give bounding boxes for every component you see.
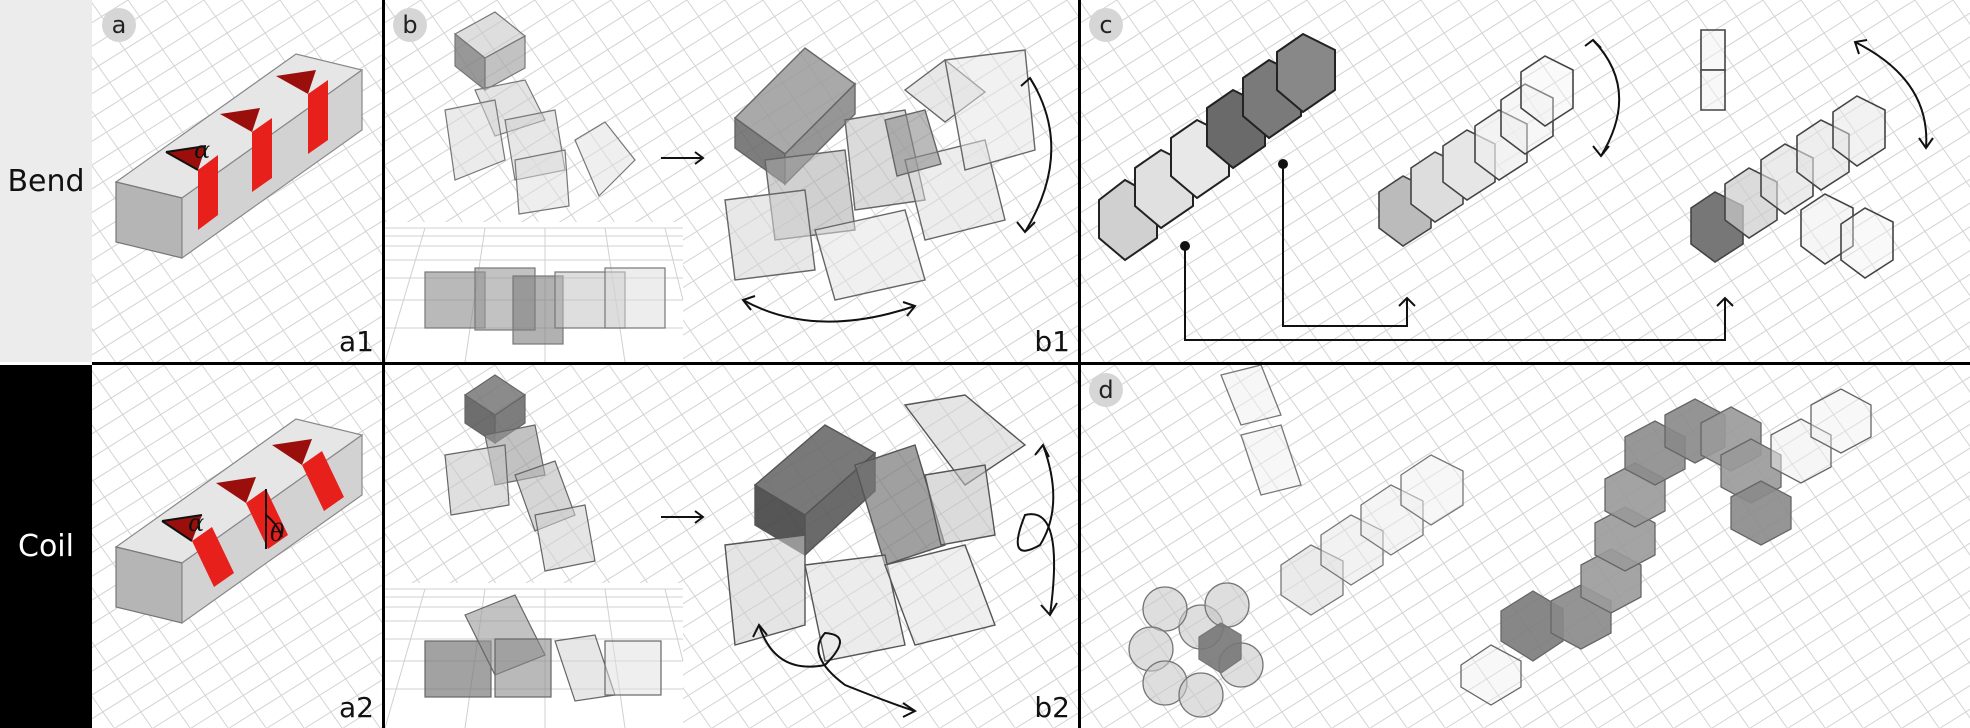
badge-a-text: a [112, 11, 127, 39]
panel-b2-drawing [385, 365, 1078, 728]
grid-line [1081, 0, 1142, 362]
b1-large-assembly [725, 48, 1035, 300]
panel-d-drawing [1081, 365, 1970, 728]
sublabel-b2: b2 [1034, 691, 1070, 724]
badge-a: a [102, 8, 136, 42]
sublabel-b1: b1 [1034, 325, 1070, 358]
row-label-coil: Coil [0, 365, 92, 728]
row-label-bend: Bend [0, 0, 92, 362]
panel-a1: α a a1 [92, 0, 382, 362]
grid-line [1081, 365, 1103, 728]
sublabel-a1: a1 [339, 325, 374, 358]
row-label-coil-text: Coil [18, 529, 74, 564]
divider-horizontal [92, 362, 1970, 365]
c-chain-3 [1691, 30, 1893, 278]
alpha-label-a1: α [194, 136, 210, 164]
badge-c-text: c [1099, 11, 1112, 39]
grid-line [92, 365, 114, 728]
theta-label-a2: θ [270, 519, 285, 547]
divider-a-b [382, 0, 385, 728]
grid-line [1864, 365, 1970, 728]
panel-b1: b b1 [385, 0, 1078, 362]
grid-line [1459, 0, 1712, 362]
grid-line [1830, 0, 1970, 362]
grid-line [636, 365, 1078, 728]
panel-b1-drawing [385, 0, 1078, 362]
grid-line [1081, 0, 1117, 362]
grid-line [318, 0, 382, 362]
panel-c-drawing [1081, 0, 1970, 362]
grid-line [316, 365, 382, 728]
grid-line [1913, 365, 1970, 728]
grid-line [343, 365, 382, 728]
grid-line [1065, 365, 1078, 728]
alpha-label-a2: α [188, 509, 204, 537]
grid-line [1029, 0, 1078, 362]
grid-line [1868, 0, 1970, 362]
panel-c: c [1081, 0, 1970, 362]
grid-line [1081, 365, 1343, 728]
d-arch-structure [1461, 389, 1871, 705]
panel-d: d [1081, 365, 1970, 728]
panel-a2: α θ a2 [92, 365, 382, 728]
grid-line [1902, 365, 1970, 728]
badge-d: d [1089, 373, 1123, 407]
badge-b-text: b [402, 11, 417, 39]
divider-b-cd [1078, 0, 1081, 728]
b2-small-assembly [445, 375, 595, 571]
panel-a1-drawing: α [92, 0, 382, 362]
grid-line [1951, 365, 1970, 728]
badge-c: c [1089, 8, 1123, 42]
sublabel-a2: a2 [339, 691, 374, 724]
badge-d-text: d [1098, 376, 1113, 404]
panel-b2: b2 [385, 365, 1078, 728]
grid-line [1016, 365, 1078, 728]
b2-large-assembly [725, 395, 1025, 661]
panel-a2-drawing: α θ [92, 365, 382, 728]
badge-b: b [393, 8, 427, 42]
row-label-bend-text: Bend [7, 164, 84, 199]
grid-line [1081, 365, 1115, 728]
grid-line [347, 0, 382, 362]
